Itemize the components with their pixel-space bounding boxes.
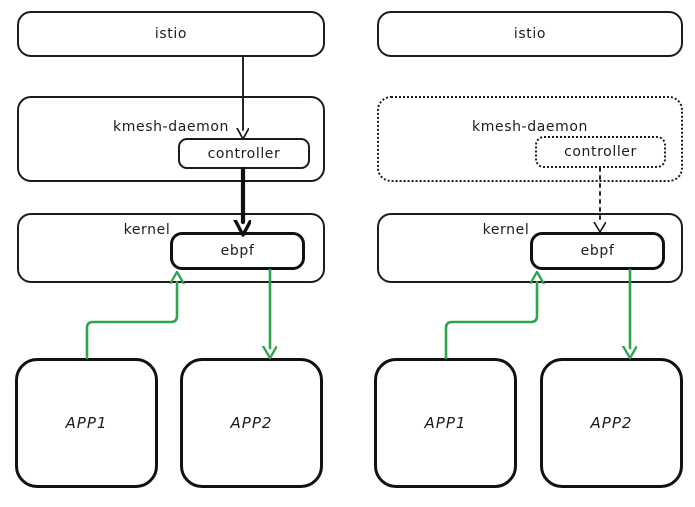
left-istio-label: istio (154, 26, 188, 42)
right-app1-label: APP1 (424, 413, 467, 432)
right-kmesh-daemon-box[interactable]: kmesh-daemon (377, 96, 683, 182)
left-app1-label: APP1 (65, 413, 108, 432)
wire-left-app1-to-ebpf (85, 282, 177, 360)
right-controller-label: controller (564, 144, 637, 160)
right-app1-box[interactable]: APP1 (374, 358, 517, 488)
left-app1-box[interactable]: APP1 (15, 358, 158, 488)
left-ebpf-box[interactable]: ebpf (170, 232, 305, 270)
right-istio-box[interactable]: istio (377, 11, 683, 57)
left-app2-box[interactable]: APP2 (180, 358, 323, 488)
left-app2-label: APP2 (230, 413, 273, 432)
left-kmesh-daemon-label: kmesh-daemon (113, 119, 229, 135)
right-istio-label: istio (513, 26, 547, 42)
left-controller-label: controller (207, 145, 281, 162)
right-controller-box[interactable]: controller (535, 136, 666, 168)
left-istio-box[interactable]: istio (17, 11, 325, 57)
left-kernel-label: kernel (123, 222, 171, 238)
right-ebpf-label: ebpf (580, 243, 615, 259)
right-app2-box[interactable]: APP2 (540, 358, 683, 488)
left-ebpf-label: ebpf (220, 243, 255, 259)
right-kmesh-daemon-label: kmesh-daemon (472, 119, 588, 135)
right-app2-label: APP2 (590, 413, 633, 432)
left-controller-box[interactable]: controller (178, 138, 310, 169)
right-kernel-label: kernel (482, 222, 530, 238)
wire-right-app1-to-ebpf (444, 282, 537, 360)
right-ebpf-box[interactable]: ebpf (530, 232, 665, 270)
